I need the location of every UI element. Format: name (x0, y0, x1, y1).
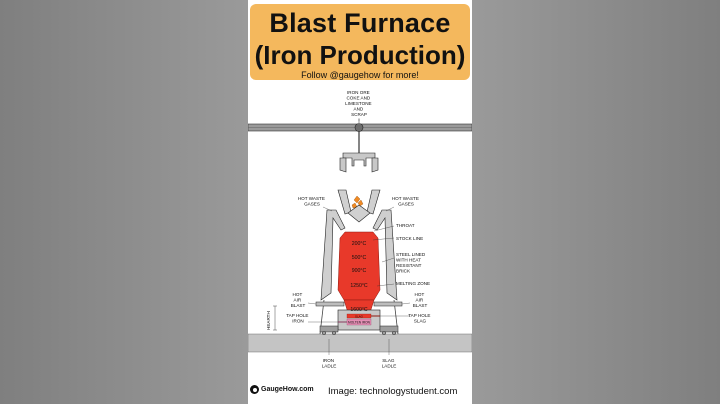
leader-lines (307, 118, 411, 355)
temperature-500: 500°C (352, 255, 367, 261)
melting-zone-label: MELTING ZONE (396, 281, 430, 286)
ladle-cars (319, 325, 399, 336)
hot-waste-gases-right-label: HOT WASTE GASES (392, 196, 420, 207)
feed-label: IRON ORE COKE AND LIMESTONE AND SCRAP (345, 90, 373, 117)
slag-text: SLAG (355, 314, 364, 318)
hot-air-blast-left-label: HOT AIR BLAST (291, 292, 306, 308)
trolley-wheel (354, 123, 364, 132)
brand-logo: GaugeHow.com (250, 385, 314, 394)
title-banner (250, 4, 470, 80)
ground (248, 333, 472, 353)
grab-bucket (339, 152, 379, 173)
gear-icon (250, 385, 259, 394)
temperature-1600: 1600°C (350, 307, 368, 313)
hot-waste-gases-left-label: HOT WASTE GASES (298, 196, 326, 207)
temperature-200: 200°C (352, 241, 367, 247)
blurred-background-left (0, 0, 248, 404)
title-line-2: (Iron Production) (254, 40, 466, 70)
temperature-1250: 1250°C (350, 283, 368, 289)
slag-ladle-label: SLAG LADLE (382, 358, 397, 369)
blurred-background-right (472, 0, 720, 404)
blast-furnace-diagram: SLAG MOLTEN IRON (248, 90, 472, 369)
hot-air-blast-right-label: HOT AIR BLAST (413, 292, 428, 308)
molten-iron-text: MOLTEN IRON (348, 320, 371, 324)
image-credit: Image: technologystudent.com (328, 386, 458, 397)
title-line-1: Blast Furnace (269, 8, 451, 38)
temperature-900: 900°C (352, 268, 367, 274)
throat-label: THROAT (396, 223, 415, 228)
steel-lined-label: STEEL LINED WITH HEAT RESISTANT BRICK (396, 252, 426, 274)
furnace-shell (320, 209, 398, 301)
iron-ladle-label: IRON LADLE (322, 358, 337, 369)
hearth-label: HEARTH (266, 311, 271, 330)
stock-line-label: STOCK LINE (396, 236, 423, 241)
tap-hole-slag-label: TAP HOLE SLAG (408, 313, 432, 324)
tap-hole-iron-label: TAP HOLE IRON (286, 313, 310, 324)
charging-hopper (337, 189, 381, 223)
infographic-card: Blast Furnace (Iron Production) Follow @… (248, 0, 472, 404)
brand-text: GaugeHow.com (261, 386, 314, 393)
follow-caption: Follow @gaugehow for more! (301, 70, 419, 80)
